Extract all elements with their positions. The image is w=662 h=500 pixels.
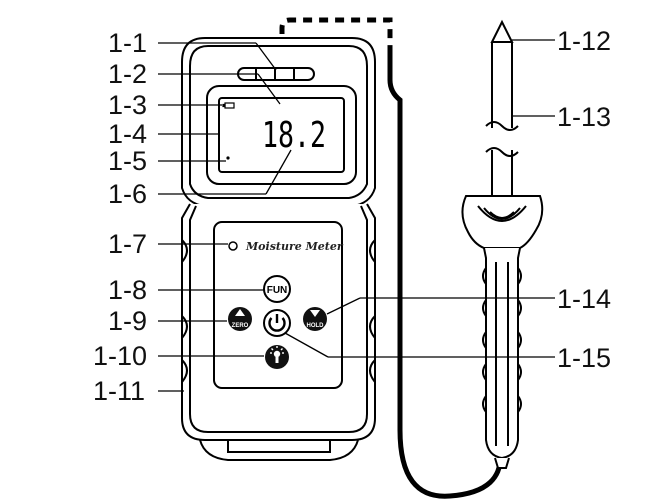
callout-1-5: 1-5 (108, 146, 147, 176)
callout-1-9: 1-9 (108, 306, 147, 336)
callout-1-6: 1-6 (108, 179, 147, 209)
fun-button-label: FUN (267, 285, 288, 296)
callout-1-14: 1-14 (557, 284, 611, 314)
callout-1-7: 1-7 (108, 229, 147, 259)
hold-down-button[interactable]: HOLD (303, 307, 327, 331)
callout-1-4: 1-4 (108, 119, 147, 149)
lcd-display: 18.2 (206, 85, 357, 185)
zero-button-label: ZERO (232, 323, 249, 329)
callout-1-8: 1-8 (108, 275, 147, 305)
lcd-reading: 18.2 (262, 115, 326, 156)
callout-1-2: 1-2 (108, 59, 147, 89)
callout-1-3: 1-3 (108, 90, 147, 120)
callout-1-12: 1-12 (557, 26, 611, 56)
backlight-button[interactable] (265, 345, 289, 369)
leader-lines (158, 39, 555, 392)
up-arrow-icon (235, 309, 245, 316)
power-icon (268, 314, 286, 332)
callout-labels: 1-1 1-2 1-3 1-4 1-5 1-6 1-7 1-8 1-9 1-10… (93, 26, 611, 406)
callout-1-11: 1-11 (93, 376, 145, 406)
callout-1-15: 1-15 (557, 343, 611, 373)
power-button[interactable] (263, 309, 291, 337)
lcd-indicator-dot (226, 156, 230, 160)
fun-button[interactable]: FUN (263, 275, 291, 303)
probe (461, 19, 544, 469)
callout-1-10: 1-10 (93, 341, 147, 371)
indicator-led (228, 241, 238, 251)
hold-button-label: HOLD (307, 323, 325, 329)
callout-1-1: 1-1 (108, 28, 147, 58)
down-arrow-icon (310, 310, 320, 317)
probe-cable (279, 17, 503, 499)
callout-1-13: 1-13 (557, 102, 611, 132)
battery-icon (222, 102, 235, 109)
backlight-icon (270, 346, 284, 363)
zero-up-button[interactable]: ZERO (228, 307, 252, 331)
brand-label: Moisture Meter (245, 240, 344, 253)
